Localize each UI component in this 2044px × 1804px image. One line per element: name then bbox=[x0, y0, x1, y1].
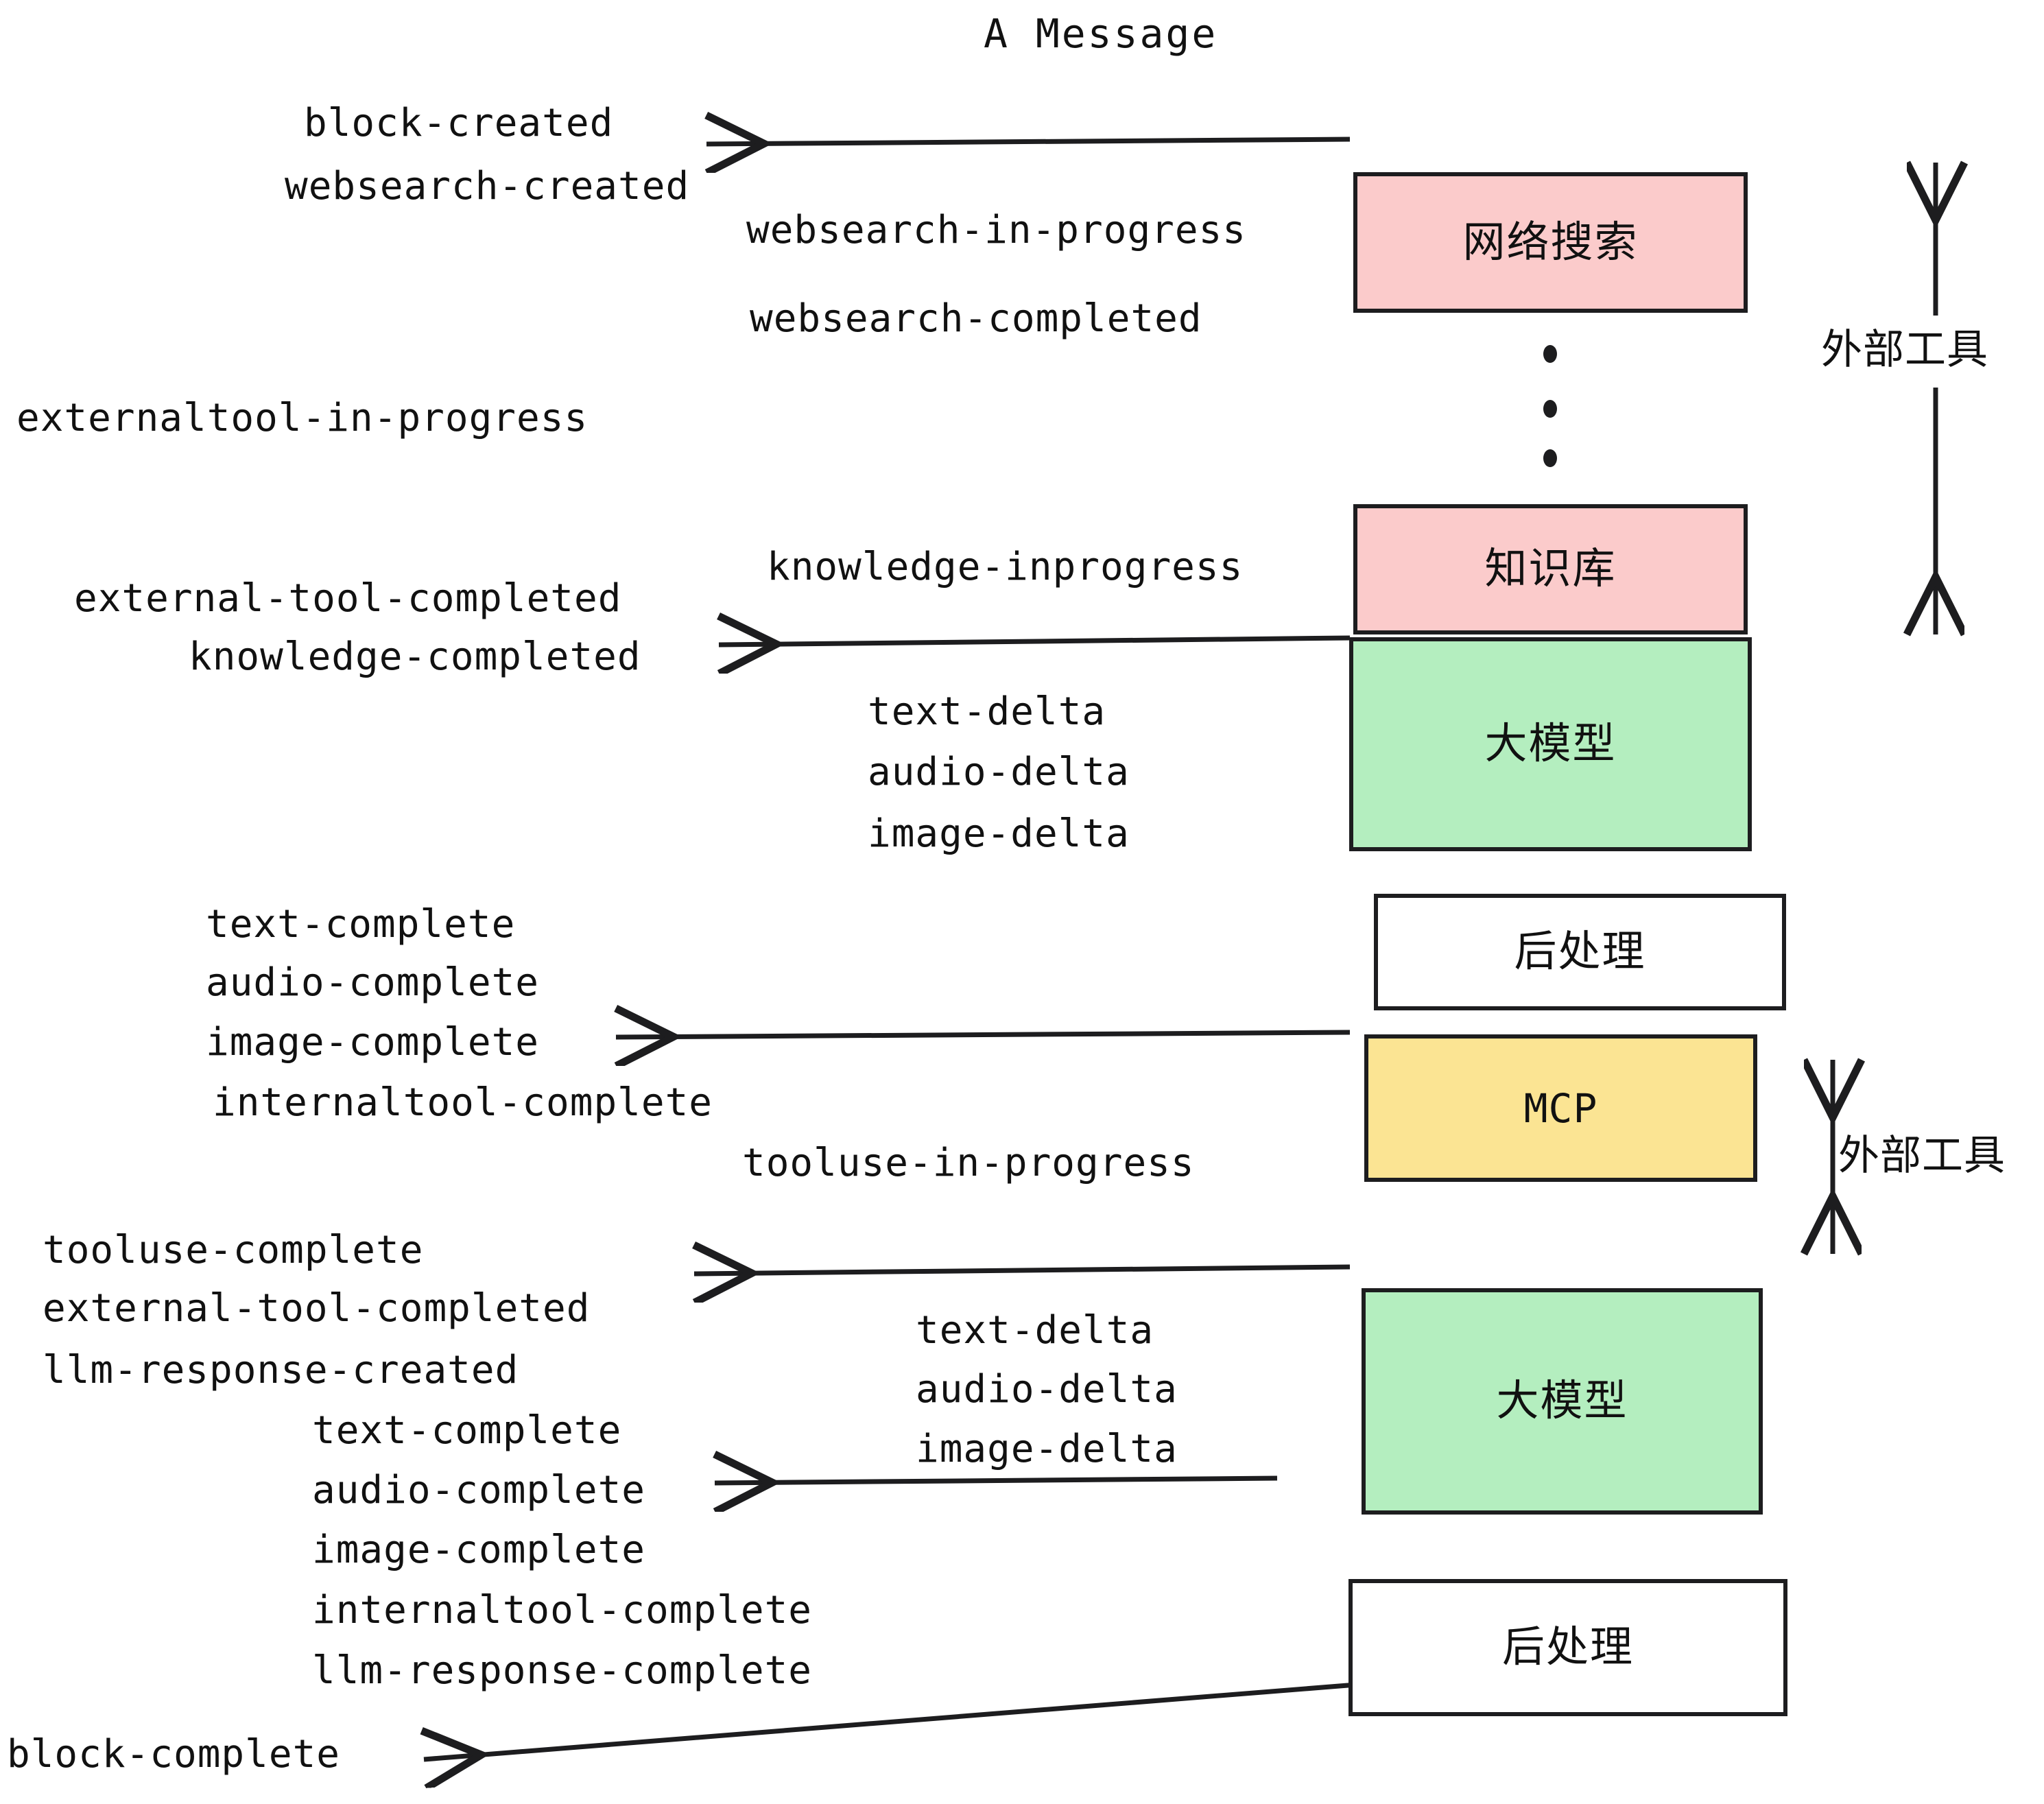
event-external-tool-completed-1: external-tool-completed bbox=[74, 576, 622, 621]
event-text-delta-2: text-delta bbox=[916, 1308, 1154, 1353]
event-text-complete-2: text-complete bbox=[312, 1408, 622, 1453]
diagram-title: A Message bbox=[984, 10, 1218, 57]
arrow-llm-top-to-image-complete bbox=[616, 1032, 1351, 1037]
arrow-postprocess-to-block-complete bbox=[424, 1681, 1366, 1759]
event-websearch-created: websearch-created bbox=[285, 164, 690, 209]
event-block-complete: block-complete bbox=[7, 1732, 341, 1777]
node-knowledge[interactable]: 知识库 bbox=[1353, 504, 1748, 634]
ellipsis-dot-2 bbox=[1543, 400, 1557, 418]
event-audio-delta-2: audio-delta bbox=[916, 1367, 1178, 1412]
node-postprocess-1-label: 后处理 bbox=[1514, 928, 1646, 975]
event-image-complete-1: image-complete bbox=[206, 1020, 540, 1065]
node-mcp-label: MCP bbox=[1523, 1084, 1598, 1132]
node-postprocess-2-label: 后处理 bbox=[1501, 1624, 1634, 1671]
event-text-complete-1: text-complete bbox=[206, 902, 516, 947]
event-knowledge-completed: knowledge-completed bbox=[189, 634, 641, 679]
node-knowledge-label: 知识库 bbox=[1484, 545, 1617, 593]
node-llm-bottom-label: 大模型 bbox=[1496, 1377, 1628, 1425]
node-postprocess-1[interactable]: 后处理 bbox=[1374, 894, 1786, 1010]
event-llm-response-complete: llm-response-complete bbox=[312, 1648, 813, 1693]
event-internaltool-complete-1: internaltool-complete bbox=[213, 1080, 713, 1125]
event-image-delta-1: image-delta bbox=[868, 811, 1130, 856]
event-knowledge-inprogress: knowledge-inprogress bbox=[767, 545, 1244, 589]
event-text-delta-1: text-delta bbox=[868, 689, 1106, 734]
side-label-external-tool-bottom: 外部工具 bbox=[1838, 1132, 2006, 1178]
event-tooluse-complete: tooluse-complete bbox=[43, 1228, 424, 1272]
side-label-external-tool-top: 外部工具 bbox=[1821, 327, 1988, 372]
event-llm-response-created: llm-response-created bbox=[43, 1348, 519, 1392]
node-postprocess-2[interactable]: 后处理 bbox=[1348, 1579, 1787, 1716]
ellipsis-dot-3 bbox=[1543, 449, 1557, 467]
node-websearch[interactable]: 网络搜索 bbox=[1353, 172, 1748, 313]
event-tooluse-in-progress: tooluse-in-progress bbox=[742, 1141, 1195, 1185]
arrow-llm-bottom-to-audio-complete bbox=[715, 1478, 1278, 1483]
event-externaltool-in-progress: externaltool-in-progress bbox=[16, 396, 589, 440]
event-image-delta-2: image-delta bbox=[916, 1427, 1178, 1471]
event-internaltool-complete-2: internaltool-complete bbox=[312, 1588, 813, 1633]
event-audio-complete-2: audio-complete bbox=[312, 1468, 646, 1512]
arrow-websearch-to-block-created bbox=[706, 139, 1351, 144]
node-llm-top[interactable]: 大模型 bbox=[1349, 637, 1752, 851]
event-block-created: block-created bbox=[304, 101, 614, 145]
node-llm-top-label: 大模型 bbox=[1484, 720, 1617, 768]
node-llm-bottom[interactable]: 大模型 bbox=[1362, 1288, 1763, 1515]
event-image-complete-2: image-complete bbox=[312, 1528, 646, 1572]
arrow-knowledge-to-completed bbox=[719, 638, 1351, 645]
event-audio-complete-1: audio-complete bbox=[206, 960, 540, 1005]
event-websearch-in-progress: websearch-in-progress bbox=[746, 208, 1247, 252]
ellipsis-dot-1 bbox=[1543, 345, 1557, 363]
event-audio-delta-1: audio-delta bbox=[868, 750, 1130, 794]
node-mcp[interactable]: MCP bbox=[1364, 1034, 1757, 1182]
event-websearch-completed: websearch-completed bbox=[750, 296, 1202, 341]
node-websearch-label: 网络搜索 bbox=[1462, 218, 1639, 266]
arrow-mcp-to-tooluse-complete bbox=[694, 1267, 1351, 1274]
event-external-tool-completed-2: external-tool-completed bbox=[43, 1286, 591, 1331]
